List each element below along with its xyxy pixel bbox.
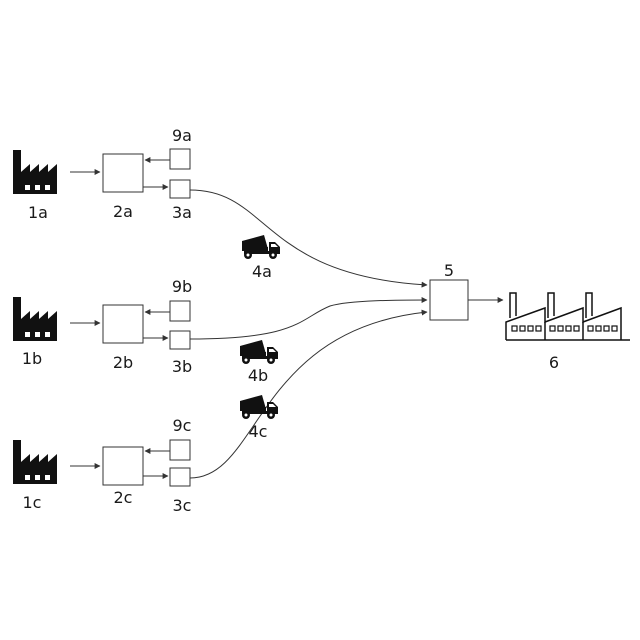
factory-1b: 1b xyxy=(13,297,57,368)
store-3c xyxy=(170,468,190,486)
label-9b: 9b xyxy=(172,277,192,296)
store-3b xyxy=(170,331,190,349)
label-4a: 4a xyxy=(252,262,272,281)
route-3a-5 xyxy=(190,190,427,285)
label-1a: 1a xyxy=(28,203,48,222)
supply-9a xyxy=(170,149,190,169)
label-9a: 9a xyxy=(172,126,192,145)
label-2c: 2c xyxy=(114,488,133,507)
factory-icon xyxy=(13,297,57,341)
label-2a: 2a xyxy=(113,202,133,221)
supply-9b xyxy=(170,301,190,321)
route-3c-5 xyxy=(190,312,427,478)
truck-icon xyxy=(242,235,280,259)
route-3b-5 xyxy=(190,300,427,339)
industrial-plant-icon xyxy=(506,293,630,340)
label-4c: 4c xyxy=(249,422,268,441)
label-3b: 3b xyxy=(172,357,192,376)
unit-2a xyxy=(103,154,143,192)
label-2b: 2b xyxy=(113,353,133,372)
factory-icon xyxy=(13,440,57,484)
label-9c: 9c xyxy=(173,416,192,435)
label-6: 6 xyxy=(549,353,559,372)
store-3a xyxy=(170,180,190,198)
factory-icon xyxy=(13,150,57,194)
factory-1a: 1a xyxy=(13,150,57,222)
label-1c: 1c xyxy=(23,493,42,512)
hub-5 xyxy=(430,280,468,320)
supply-9c xyxy=(170,440,190,460)
unit-2c xyxy=(103,447,143,485)
factory-1c: 1c xyxy=(13,440,57,512)
label-3a: 3a xyxy=(172,203,192,222)
label-4b: 4b xyxy=(248,366,268,385)
label-5: 5 xyxy=(444,261,454,280)
label-1b: 1b xyxy=(22,349,42,368)
unit-2b xyxy=(103,305,143,343)
truck-icon xyxy=(240,340,278,364)
label-3c: 3c xyxy=(173,496,192,515)
